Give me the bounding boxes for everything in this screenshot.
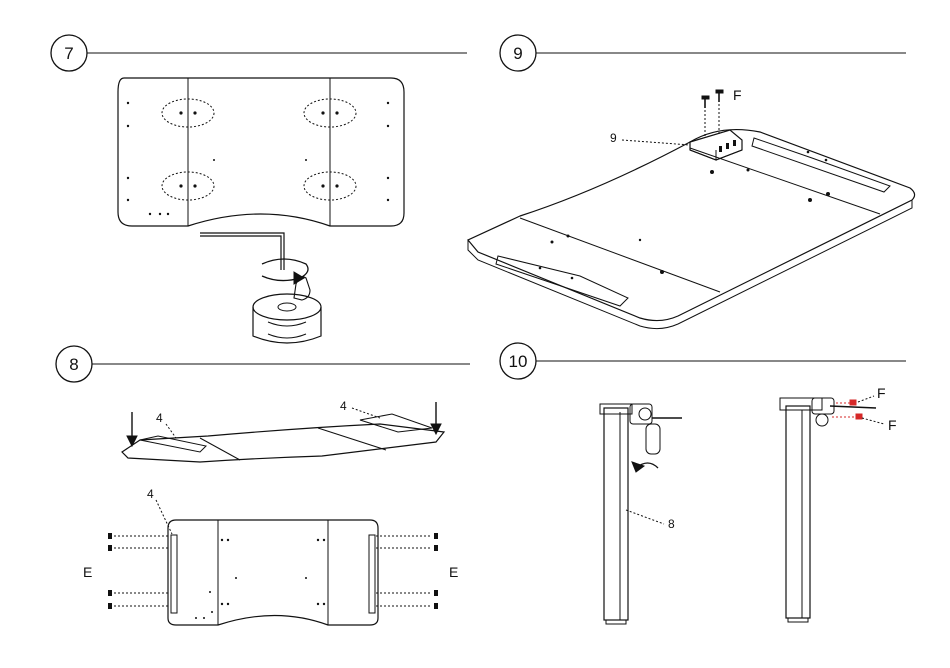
label-part-e-left: E	[83, 564, 92, 580]
step-8-number: 8	[69, 355, 78, 374]
step-7-number: 7	[64, 44, 73, 63]
step-10-panel	[500, 343, 906, 624]
label-part-f-r1: F	[877, 385, 886, 401]
step-10-red-screws	[832, 400, 862, 419]
label-part-4-c: 4	[147, 487, 154, 501]
step-9-screw-b	[716, 90, 723, 134]
label-part-f-top: F	[733, 87, 742, 103]
step-7-clamp-top	[253, 294, 321, 320]
label-part-4-b: 4	[340, 399, 347, 413]
step-8-arrow-right-icon	[431, 424, 441, 434]
step-9-bracket-left	[496, 256, 628, 306]
step-8-leader-4a	[166, 424, 176, 438]
step-8-flat-bracket-right	[369, 535, 375, 613]
step-7-panel	[51, 35, 467, 343]
label-part-e-right: E	[449, 564, 458, 580]
step-10-leader-8	[626, 510, 664, 524]
step-8-perspective-seam-a	[200, 438, 240, 460]
step-9-desktop-edge	[468, 200, 912, 329]
step-8-arrow-left-icon	[127, 436, 137, 446]
step-9-control-box-face	[690, 150, 742, 160]
step-9-bracket-right	[752, 138, 890, 192]
label-part-f-r2: F	[888, 417, 897, 433]
label-part-8: 8	[668, 517, 675, 531]
step-7-clamp-slot	[268, 322, 306, 338]
step-9-desktop	[468, 130, 915, 321]
step-8-panel	[56, 346, 470, 625]
step-10-leg-a	[600, 404, 682, 624]
step-10-number: 10	[509, 352, 528, 371]
step-10-leader-f2	[862, 418, 884, 424]
step-8-flat-bracket-left	[171, 535, 177, 613]
step-9-leader-9	[622, 140, 690, 145]
step-8-bracket-b	[360, 414, 432, 432]
step-8-desktop-flat	[168, 520, 378, 625]
step-10-leg-b	[780, 398, 876, 622]
step-7-clamp-hole	[278, 303, 296, 311]
step-9-panel	[468, 35, 915, 329]
step-8-leader-4c	[156, 500, 172, 534]
step-8-perspective-seam-b	[318, 428, 386, 450]
allen-key	[200, 233, 284, 270]
step-8-desktop-perspective	[122, 424, 444, 462]
step-8-leader-4b	[352, 408, 380, 418]
step-7-desktop	[118, 78, 404, 226]
label-part-4-a: 4	[156, 411, 163, 425]
step-10-leader-f1	[858, 396, 874, 402]
step-9-screw-a	[702, 96, 709, 138]
step-8-screws-left	[108, 533, 170, 609]
step-9-number: 9	[513, 44, 522, 63]
label-part-9: 9	[610, 131, 617, 145]
step-8-screws-right	[376, 533, 438, 609]
